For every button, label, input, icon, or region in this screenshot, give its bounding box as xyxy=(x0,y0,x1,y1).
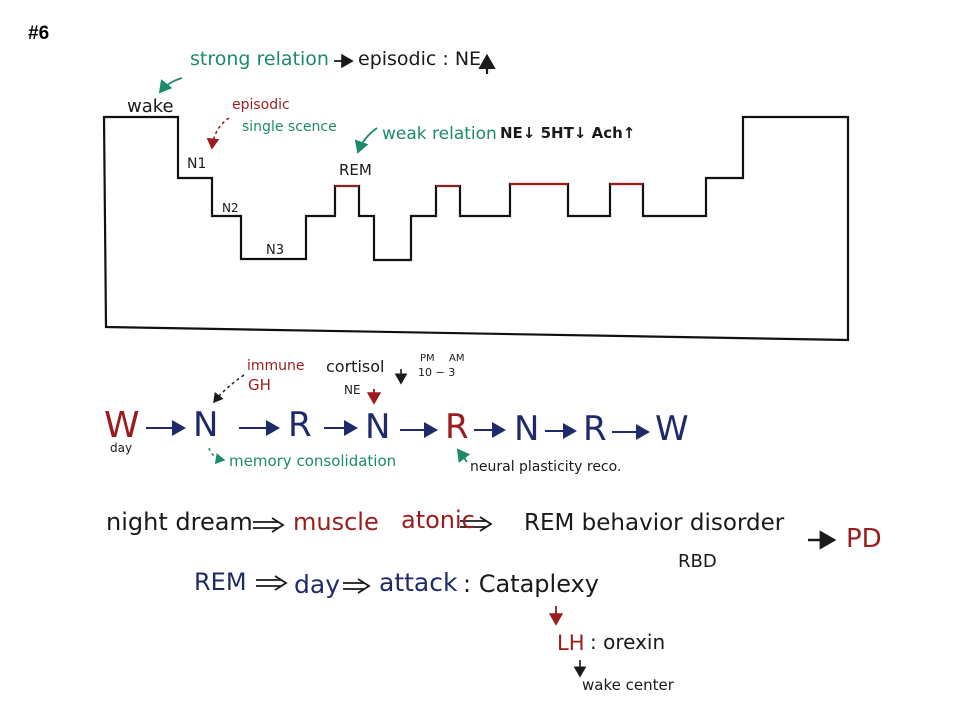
neural-plasticity-label: neural plasticity reco. xyxy=(470,459,622,475)
attack-label: attack xyxy=(379,568,458,597)
pm-label: PM xyxy=(420,353,435,364)
muscle-label: muscle xyxy=(293,508,379,536)
memory-consolidation-label: memory consolidation xyxy=(229,452,397,470)
slide-number: #6 xyxy=(28,23,50,44)
orexin-label: : orexin xyxy=(590,630,666,654)
atonic-label: atonic xyxy=(401,506,475,534)
sequence-n-3: N xyxy=(514,409,540,449)
ne-down-label: NE xyxy=(344,383,361,397)
weak-relation-result: NE↓ 5HT↓ Ach↑ xyxy=(500,124,636,142)
stage-label-n1: N1 xyxy=(187,156,207,172)
stage-label-rem: REM xyxy=(339,161,372,179)
cortisol-label: cortisol xyxy=(326,357,385,376)
sequence-r-2: R xyxy=(445,407,469,447)
hypnogram-trace xyxy=(102,115,850,342)
am-label: AM xyxy=(449,353,465,364)
stage-label-n3: N3 xyxy=(266,243,284,258)
episodic-label: episodic xyxy=(232,97,290,113)
immune-label: immune xyxy=(247,358,305,374)
cataplexy-label: : Cataplexy xyxy=(463,570,599,598)
rem-behavior-disorder-label: REM behavior disorder xyxy=(524,510,785,536)
gh-label: GH xyxy=(248,376,271,394)
sequence-w-start: W xyxy=(104,405,140,446)
lh-label: LH xyxy=(557,631,585,655)
stage-label-wake: wake xyxy=(127,96,174,117)
sequence-w-end: W xyxy=(655,409,689,449)
sequence-n-1: N xyxy=(193,405,219,445)
strong-relation-label: strong relation xyxy=(190,48,329,70)
day-label-cataplexy: day xyxy=(294,570,340,599)
sequence-r-3: R xyxy=(583,409,607,449)
time-range-label: 10 − 3 xyxy=(418,366,456,379)
stage-label-n2: N2 xyxy=(222,201,239,215)
weak-relation-label: weak relation xyxy=(382,124,497,144)
pd-label: PD xyxy=(846,524,882,554)
day-label: day xyxy=(110,441,133,455)
rem-label-cataplexy: REM xyxy=(194,568,247,596)
rbd-label: RBD xyxy=(678,551,717,572)
single-scene-label: single scence xyxy=(242,119,337,135)
sequence-n-2: N xyxy=(365,407,391,447)
wake-center-label: wake center xyxy=(582,676,674,694)
sequence-r-1: R xyxy=(288,405,312,445)
strong-relation-result: episodic : NE xyxy=(358,48,482,70)
night-dream-label: night dream xyxy=(106,508,253,536)
